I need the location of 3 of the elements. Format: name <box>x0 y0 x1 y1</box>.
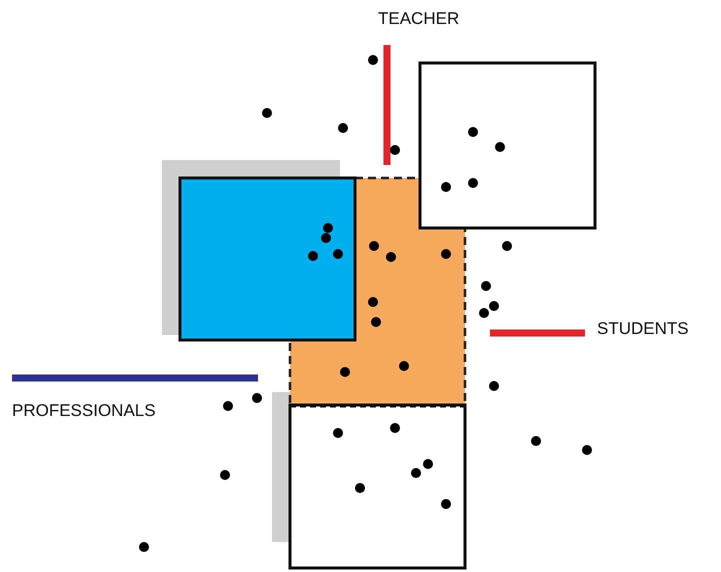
role-label: PROFESSIONALS <box>12 402 156 419</box>
role-label: STUDENTS <box>597 320 689 337</box>
role-label: TEACHER <box>378 10 460 27</box>
